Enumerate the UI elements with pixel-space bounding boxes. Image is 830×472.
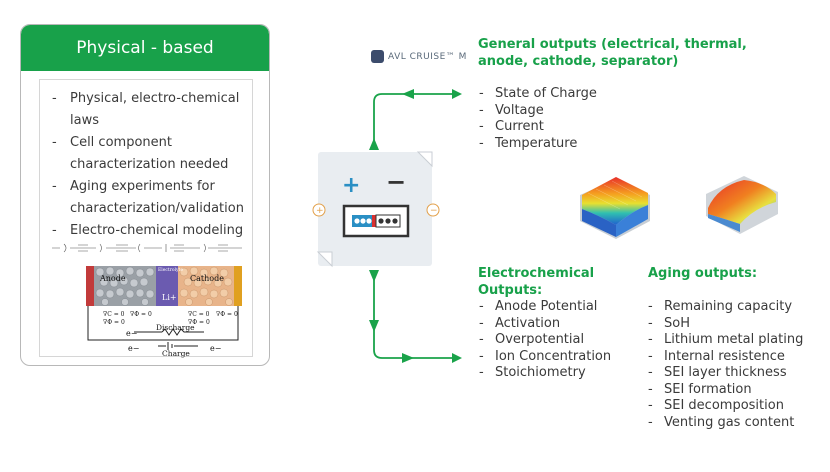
avl-logo-icon [371,50,384,63]
aging-outputs-list: Remaining capacity SoH Lithium metal pla… [648,299,803,431]
aging-outputs-heading: Aging outputs: [648,266,758,281]
anode-label: Anode [99,274,126,283]
bullet-item: Physical, electro-chemical laws [52,88,252,132]
electrochemical-outputs-list: Anode Potential Activation Overpotential… [479,299,611,382]
governing-equation-graphic [52,243,242,253]
bullet-item: Cell component characterization needed [52,132,252,176]
electrochemical-outputs-heading: Electrochemical Outputs: [478,265,594,299]
list-item: State of Charge [479,86,597,103]
battery-minus-sign: − [386,168,406,196]
charge-label: Charge [162,349,190,358]
battery-plus-sign: + [342,173,360,198]
list-item: SEI layer thickness [648,365,803,382]
list-item: Remaining capacity [648,299,803,316]
arrow-mid-head-bottom [402,353,414,363]
list-item: Voltage [479,103,597,120]
bullet-item: Electro-chemical modeling [52,220,252,242]
physical-based-card: Physical - based Physical, electro-chemi… [20,24,270,366]
card-content: Physical, electro-chemical laws Cell com… [39,79,253,358]
list-item: Stoichiometry [479,365,611,382]
electron-label-bottom-right: e− [210,344,221,353]
avl-cruise-logo: AVL CRUISE™ M [371,50,467,63]
general-heading-line2: anode, cathode, separator) [478,54,679,69]
arrow-right-head-bottom [452,353,462,363]
general-heading-line1: General outputs (electrical, thermal, [478,37,747,52]
svg-text:∇C = 0: ∇C = 0 [188,311,210,318]
arrow-mid-head-top [402,89,414,99]
card-title: Physical - based [21,25,269,71]
boundary-equations-graphic: ∇C = 0 ∇Φ = 0 ∇Φ = 0 ∇C = 0 ∇Φ = 0 ∇Φ = … [103,311,238,326]
arrow-down-mid-head [369,320,379,332]
electrochemical-cell-illustration: Anode Electrolyte Cathode Li+ ∇C = 0 ∇Φ … [52,243,242,358]
svg-text:∇C = 0: ∇C = 0 [103,311,125,318]
svg-text:∇Φ = 0: ∇Φ = 0 [103,319,125,326]
electrochemical-heading-line1: Electrochemical [478,266,595,281]
list-item: SoH [648,316,803,333]
list-item: Anode Potential [479,299,611,316]
arrow-up-head [369,138,379,150]
svg-text:∇Φ = 0: ∇Φ = 0 [216,311,238,318]
list-item: Venting gas content [648,415,803,432]
list-item: SEI formation [648,382,803,399]
electron-label-left: e− [126,329,137,338]
electrolyte-label: Electrolyte [158,267,183,273]
flow-arrows [369,89,462,363]
electron-label-bottom-left: e− [128,344,139,353]
svg-text:∇Φ = 0: ∇Φ = 0 [130,311,152,318]
list-item: SEI decomposition [648,398,803,415]
list-item: Activation [479,316,611,333]
list-item: Internal resistence [648,349,803,366]
surface-plot-1 [580,177,650,239]
lithium-ion-label: Li+ [162,293,177,302]
list-item: Ion Concentration [479,349,611,366]
physical-bullet-list: Physical, electro-chemical laws Cell com… [52,88,252,242]
avl-logo-text: AVL CRUISE™ M [388,51,467,62]
list-item: Overpotential [479,332,611,349]
list-item: Lithium metal plating [648,332,803,349]
general-outputs-list: State of Charge Voltage Current Temperat… [479,86,597,152]
list-item: Temperature [479,136,597,153]
svg-text:−: − [430,206,438,216]
battery-block-graphic: + − + − [312,151,440,268]
bullet-item: Aging experiments for characterization/v… [52,176,252,220]
discharge-label: Discharge [156,323,195,332]
electrochemical-heading-line2: Outputs: [478,283,543,298]
arrow-right-head-top [452,89,462,99]
general-outputs-heading: General outputs (electrical, thermal, an… [478,36,747,70]
arrow-down-head [369,270,379,282]
cathode-label: Cathode [190,274,224,283]
list-item: Current [479,119,597,136]
surface-plot-2 [706,176,778,234]
svg-text:∇Φ = 0: ∇Φ = 0 [188,319,210,326]
svg-text:+: + [316,206,324,216]
